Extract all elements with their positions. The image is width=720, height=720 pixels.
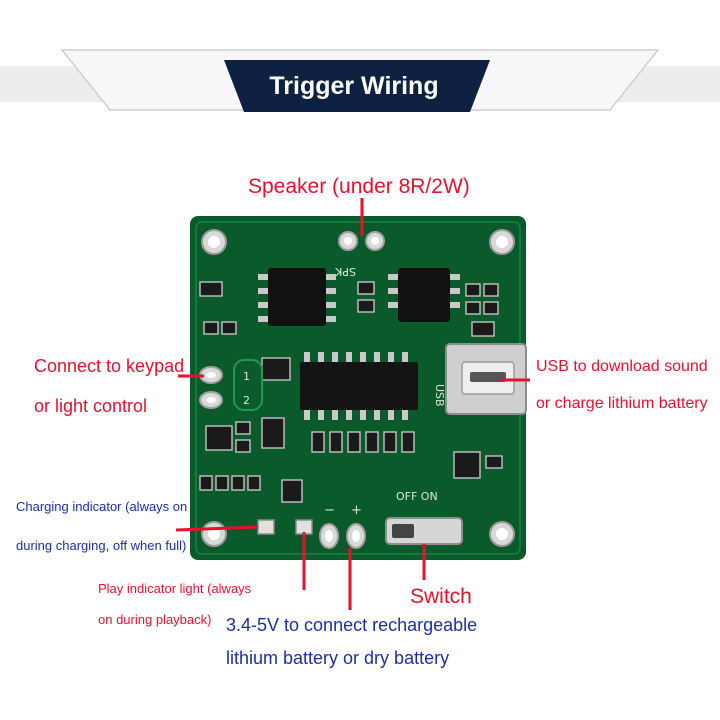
amp-chip-left	[258, 268, 336, 326]
banner-graphic	[0, 49, 720, 112]
minus-silk: −	[324, 503, 335, 518]
banner-plate	[224, 60, 490, 112]
usb-label-line-2: or charge lithium battery	[536, 395, 708, 412]
play-indicator-label-line-2: on during playback)	[98, 612, 212, 627]
speaker-label: Speaker (under 8R/2W)	[248, 175, 470, 198]
usb-connector	[445, 343, 527, 415]
off-on-silk: OFF ON	[396, 490, 438, 503]
usb-label-line-1: USB to download sound	[536, 358, 708, 375]
spk-silk: SPK	[334, 265, 356, 278]
keypad-label-line-1: Connect to keypad	[34, 356, 185, 376]
charging-indicator-label-line-2: during charging, off when full)	[16, 538, 187, 553]
keypad-label-line-2: or light control	[34, 396, 148, 416]
battery-pads	[319, 523, 366, 549]
amp-chip-right	[388, 268, 460, 322]
battery-label-line-1: 3.4-5V to connect rechargeable	[226, 615, 478, 635]
main-ic	[300, 352, 418, 420]
play-indicator-label-line-1: Play indicator light (always	[98, 581, 252, 596]
annotation-arrows	[175, 198, 530, 610]
smd-components	[199, 281, 503, 503]
speaker-pads	[338, 231, 385, 251]
charging-indicator-label-line-1: Charging indicator (always on	[16, 499, 188, 514]
plus-silk: +	[351, 503, 362, 518]
usb-silk: USB	[433, 384, 446, 407]
title-banner: Trigger Wiring Diagram	[0, 0, 720, 152]
battery-label-line-2: lithium battery or dry battery	[226, 648, 450, 668]
switch-label: Switch	[410, 585, 472, 608]
charging-arrow	[175, 525, 259, 532]
pin-2-silk: 2	[243, 394, 250, 407]
keypad-pads	[199, 359, 263, 411]
pin-1-silk: 1	[243, 370, 250, 383]
slide-switch	[385, 517, 463, 545]
page-title: Trigger Wiring Diagram	[269, 72, 439, 152]
